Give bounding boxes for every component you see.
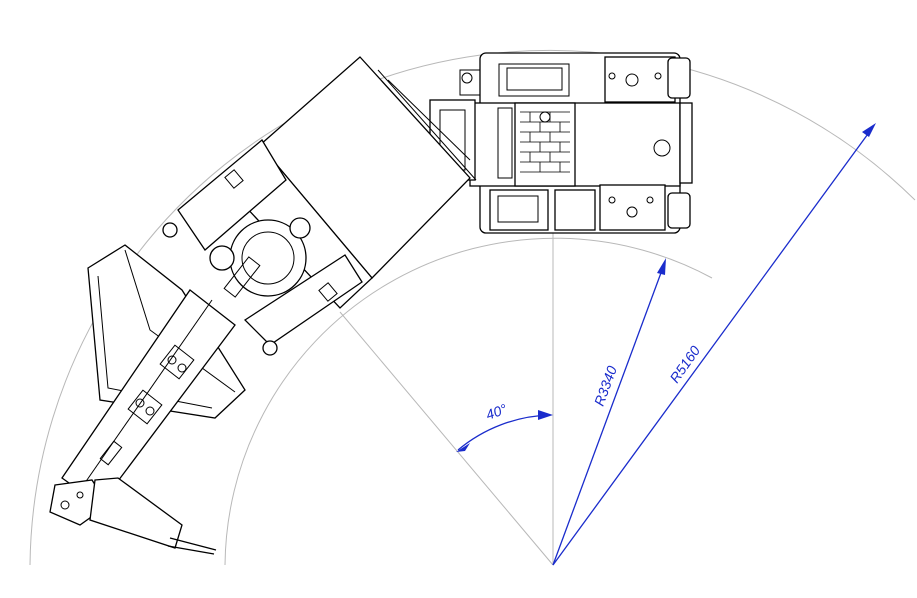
arrowhead-icon bbox=[538, 410, 553, 420]
arrowhead-icon bbox=[862, 123, 876, 137]
outer-radius-label: R5160 bbox=[666, 343, 703, 386]
inner-swing-arc bbox=[224, 237, 713, 566]
boom-ray bbox=[339, 311, 554, 566]
arrowhead-icon bbox=[456, 443, 470, 452]
inner-radius-label: R3340 bbox=[591, 364, 620, 408]
breaker-head bbox=[49, 477, 217, 555]
rear-chassis bbox=[429, 52, 693, 234]
dimension-r3340: R3340 bbox=[552, 258, 666, 566]
turret bbox=[162, 56, 477, 356]
arrowhead-icon bbox=[657, 258, 666, 275]
angle-label: 40° bbox=[484, 400, 510, 422]
machine-body bbox=[49, 52, 693, 555]
dimension-angle: 40° bbox=[456, 400, 553, 452]
